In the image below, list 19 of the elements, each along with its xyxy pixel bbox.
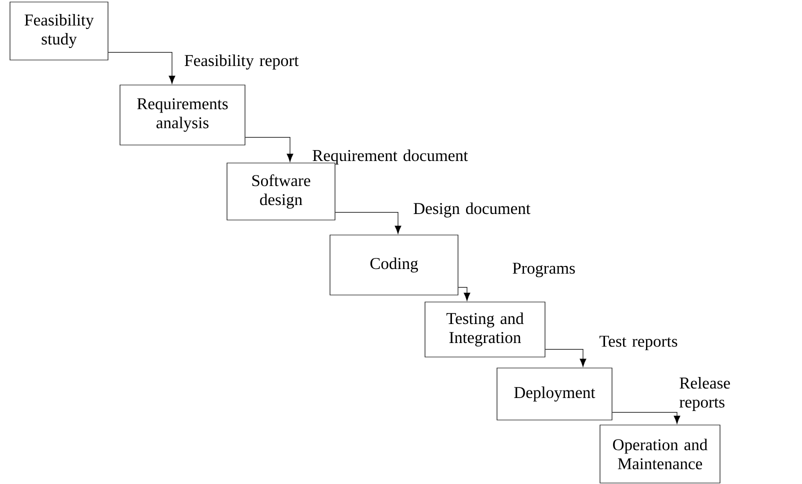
- process-box: Feasibility study: [10, 2, 108, 60]
- arrow: [545, 349, 586, 367]
- process-box: Operation and Maintenance: [600, 424, 720, 484]
- process-box: Coding: [330, 234, 458, 296]
- arrow: [612, 412, 680, 424]
- edge-label: Programs: [512, 262, 575, 278]
- arrow: [108, 52, 176, 84]
- edge-label: Requirement document: [312, 150, 468, 164]
- arrow: [245, 137, 294, 162]
- edge-label: Test reports: [600, 336, 678, 350]
- edge-label: Release reports: [680, 377, 730, 411]
- process-box: Software design: [226, 162, 336, 220]
- process-box: Deployment: [496, 368, 612, 420]
- arrow: [458, 287, 470, 301]
- edge-label: Design document: [414, 202, 530, 218]
- arrow: [335, 212, 402, 234]
- edge-label: Feasibility report: [184, 54, 299, 70]
- process-box: Requirements analysis: [120, 84, 246, 146]
- process-box: Testing and Integration: [424, 302, 546, 358]
